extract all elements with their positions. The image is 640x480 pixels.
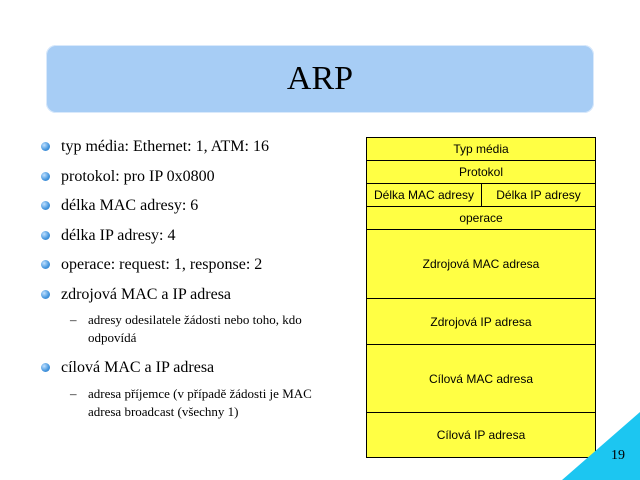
bullet-item: cílová MAC a IP adresa <box>40 357 360 387</box>
title-banner: ARP <box>46 45 594 113</box>
sub-bullet-text: adresa příjemce (v případě žádosti je MA… <box>88 385 312 419</box>
field-zdroj-mac: Zdrojová MAC adresa <box>367 229 595 298</box>
corner-decoration <box>562 412 640 480</box>
field-label: Typ média <box>453 142 509 156</box>
field-label: Zdrojová IP adresa <box>430 314 532 329</box>
bullet-text: operace: request: 1, response: 2 <box>61 256 263 273</box>
field-operace: operace <box>367 206 595 229</box>
dash-icon: – <box>70 312 77 327</box>
bullet-text: délka MAC adresy: 6 <box>61 197 199 214</box>
arp-packet-diagram: Typ média Protokol Délka MAC adresy Délk… <box>366 137 596 458</box>
field-protokol: Protokol <box>367 160 595 183</box>
field-delka-ip: Délka IP adresy <box>482 184 595 206</box>
field-label: Délka IP adresy <box>496 188 581 202</box>
bullet-icon <box>41 230 50 240</box>
bullet-item: zdrojová MAC a IP adresa <box>40 284 360 314</box>
bullet-item: délka IP adresy: 4 <box>40 225 360 255</box>
field-delky: Délka MAC adresy Délka IP adresy <box>367 183 595 206</box>
field-delka-mac: Délka MAC adresy <box>367 184 482 206</box>
bullet-icon <box>41 171 50 181</box>
field-label: operace <box>459 211 503 225</box>
bullet-text: zdrojová MAC a IP adresa <box>61 285 232 303</box>
bullet-icon <box>41 142 50 151</box>
bullet-icon <box>41 260 50 269</box>
field-label: Cílová IP adresa <box>436 428 526 442</box>
field-label: Zdrojová MAC adresa <box>422 257 540 271</box>
bullet-item: délka MAC adresy: 6 <box>40 195 360 225</box>
bullet-icon <box>41 201 50 210</box>
field-label: Délka MAC adresy <box>373 188 475 202</box>
field-label: Protokol <box>458 165 504 179</box>
bullet-icon <box>41 363 50 372</box>
field-cil-mac: Cílová MAC adresa <box>367 344 595 412</box>
field-typ-media: Typ média <box>367 138 595 160</box>
bullet-text: typ média: Ethernet: 1, ATM: 16 <box>61 138 269 155</box>
sub-bullet-text: adresy odesilatele žádosti nebo toho, kd… <box>88 312 302 345</box>
field-cil-ip: Cílová IP adresa <box>367 412 595 457</box>
field-label: Cílová MAC adresa <box>428 371 534 386</box>
bullet-icon <box>41 289 50 299</box>
bullet-item: typ média: Ethernet: 1, ATM: 16 <box>40 136 360 166</box>
sub-bullet-item: – adresy odesilatele žádosti nebo toho, … <box>40 311 348 347</box>
bullet-item: operace: request: 1, response: 2 <box>40 254 360 284</box>
sub-bullet-item: – adresa příjemce (v případě žádosti je … <box>40 385 348 421</box>
slide-title: ARP <box>286 60 354 97</box>
bullet-item: protokol: pro IP 0x0800 <box>40 166 360 196</box>
bullet-text: délka IP adresy: 4 <box>61 226 176 244</box>
bullet-text: protokol: pro IP 0x0800 <box>61 167 215 185</box>
bullet-list: typ média: Ethernet: 1, ATM: 16 protokol… <box>40 136 360 421</box>
bullet-text: cílová MAC a IP adresa <box>61 359 215 376</box>
page-number: 19 <box>611 448 625 463</box>
dash-icon: – <box>70 385 77 401</box>
field-zdroj-ip: Zdrojová IP adresa <box>367 298 595 344</box>
